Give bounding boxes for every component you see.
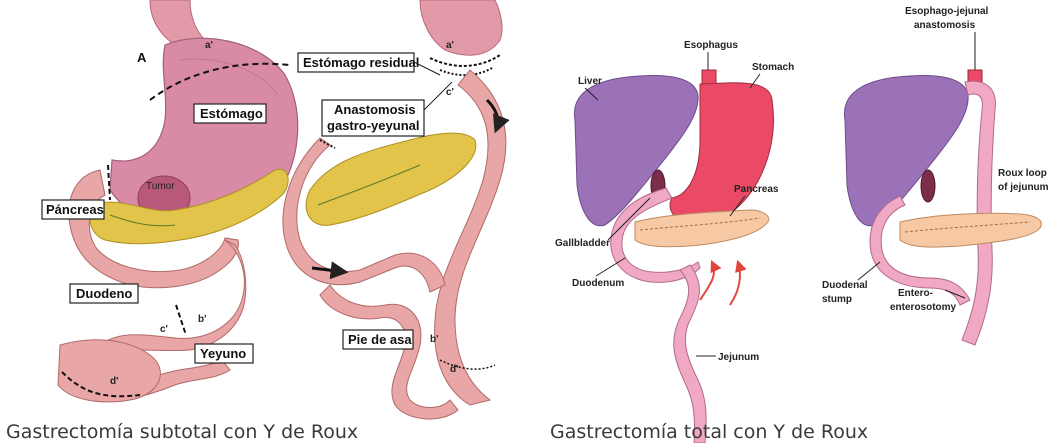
label-liver: Liver xyxy=(578,76,602,87)
label-anastomosis-d-1: Esophago-jejunal xyxy=(905,6,989,17)
label-entero-2: enterosotomy xyxy=(890,302,957,313)
label-gallbladder: Gallbladder xyxy=(555,238,610,249)
caption-subtotal: Gastrectomía subtotal con Y de Roux xyxy=(6,421,358,443)
label-estomago-residual: Estómago residual xyxy=(303,55,419,70)
label-b-c-prime: c' xyxy=(446,87,454,98)
label-pancreas-c: Pancreas xyxy=(734,184,779,195)
esophagus-c-shape xyxy=(702,70,716,84)
label-anastomosis-d-2: anastomosis xyxy=(914,20,976,31)
jejunum-c-shape xyxy=(674,265,706,443)
label-b-a-prime: a' xyxy=(446,40,454,51)
label-duodeno: Duodeno xyxy=(76,286,132,301)
roux-limb-shape xyxy=(435,70,506,405)
label-anastomosis-1: Anastomosis xyxy=(334,102,416,117)
panel-letter: A xyxy=(137,50,147,65)
label-esophagus: Esophagus xyxy=(684,40,738,51)
label-estomago: Estómago xyxy=(200,106,263,121)
label-b-b-prime: b' xyxy=(430,334,439,345)
label-yeyuno: Yeyuno xyxy=(200,346,246,361)
label-d-prime: d' xyxy=(110,376,119,387)
label-roux-2: of jejunum xyxy=(998,182,1049,193)
label-jejunum: Jejunum xyxy=(718,352,759,363)
label-tumor: Tumor xyxy=(146,181,175,192)
caption-total: Gastrectomía total con Y de Roux xyxy=(550,421,868,443)
label-c-prime: c' xyxy=(160,324,168,335)
label-stomach: Stomach xyxy=(752,62,794,73)
label-anastomosis-2: gastro-yeyunal xyxy=(327,118,419,133)
label-b-d-prime: d' xyxy=(450,364,459,375)
liver-d-shape xyxy=(844,76,968,226)
label-a-prime: a' xyxy=(205,40,213,51)
label-pancreas: Páncreas xyxy=(46,202,104,217)
label-roux-1: Roux loop xyxy=(998,168,1047,179)
panel-c-illustration xyxy=(574,70,773,443)
label-pie-de-asa: Pie de asa xyxy=(348,332,412,347)
label-duodenum: Duodenum xyxy=(572,278,624,289)
label-stump-1: Duodenal xyxy=(822,280,868,291)
label-stump-2: stump xyxy=(822,294,852,305)
label-entero-1: Entero- xyxy=(898,288,933,299)
residual-stomach-shape xyxy=(420,0,502,55)
label-b-prime: b' xyxy=(198,314,207,325)
